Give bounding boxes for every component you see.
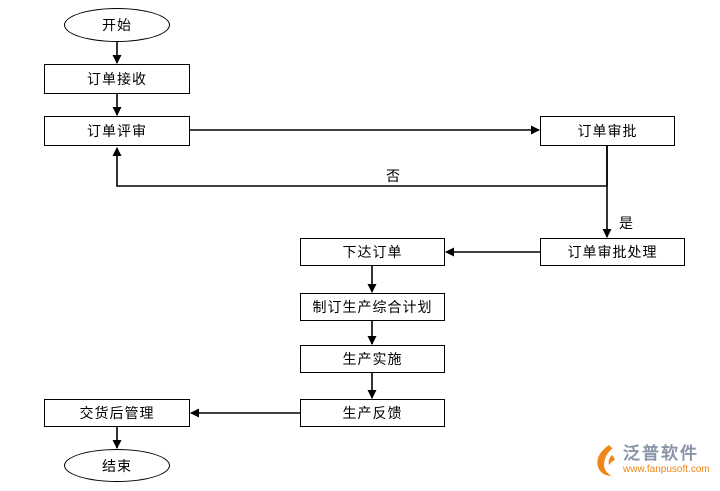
flow-node-post-delivery-management: 交货后管理 xyxy=(44,399,190,427)
flow-node-start: 开始 xyxy=(64,8,170,42)
watermark-brand: 泛普软件 xyxy=(623,444,699,463)
flow-node-production-feedback: 生产反馈 xyxy=(300,399,445,427)
flow-node-order-approval: 订单审批 xyxy=(540,116,675,146)
watermark-url: www.fanpusoft.com xyxy=(623,464,710,475)
flow-node-order-review: 订单评审 xyxy=(44,116,190,146)
arrow-approval-no-loop xyxy=(112,146,608,187)
flow-node-issue-order: 下达订单 xyxy=(300,238,445,266)
fanpu-logo-icon xyxy=(597,445,615,476)
flow-node-production-implementation: 生产实施 xyxy=(300,345,445,373)
flow-node-order-receive: 订单接收 xyxy=(44,64,190,94)
flow-node-approval-process: 订单审批处理 xyxy=(540,238,685,266)
watermark-text: 泛普软件 www.fanpusoft.com xyxy=(623,444,710,476)
flow-node-production-plan: 制订生产综合计划 xyxy=(300,293,445,321)
edge-label-yes: 是 xyxy=(617,215,635,231)
watermark: 泛普软件 www.fanpusoft.com xyxy=(594,444,710,478)
flow-node-end: 结束 xyxy=(64,449,170,482)
edge-label-no: 否 xyxy=(384,168,402,184)
